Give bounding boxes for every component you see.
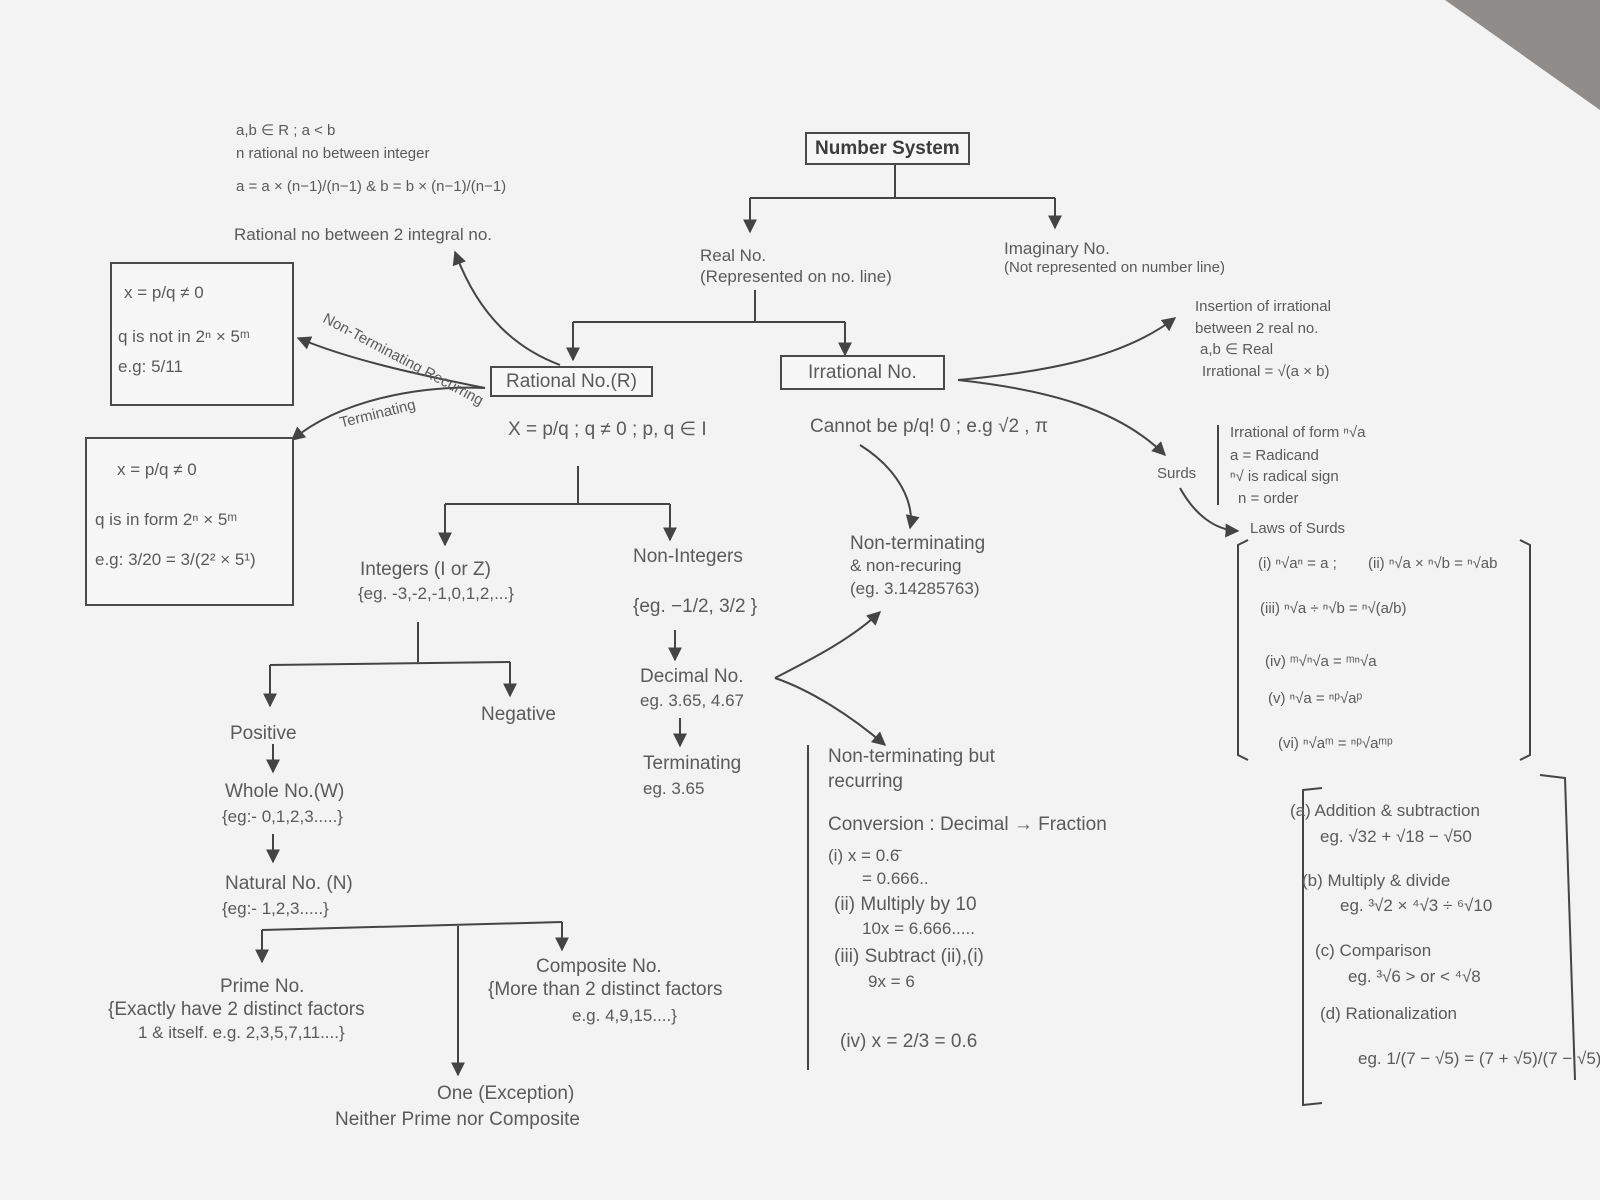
number-system-title: Number System <box>805 132 970 165</box>
operation-a-example: eg. √32 + √18 − √50 <box>1320 827 1472 846</box>
insertion-line2: between 2 real no. <box>1195 320 1319 337</box>
top-left-caption: Rational no between 2 integral no. <box>234 225 493 244</box>
whole-number-example: {eg:- 0,1,2,3.....} <box>222 807 343 826</box>
surds-line2: a = Radicand <box>1230 447 1319 464</box>
operation-d: (d) Rationalization <box>1320 1004 1458 1023</box>
conversion-title: Conversion : Decimal → Fraction <box>828 814 1107 835</box>
surd-law-2: (ii) ⁿ√a × ⁿ√b = ⁿ√ab <box>1368 555 1498 572</box>
terminating-box-line3: e.g: 3/20 = 3/(2² × 5¹) <box>95 550 256 569</box>
surd-law-3: (iii) ⁿ√a ÷ ⁿ√b = ⁿ√(a/b) <box>1260 600 1407 617</box>
imaginary-label: Imaginary No. <box>1004 239 1110 258</box>
conversion-step1a: (i) x = 0.6̄ <box>828 846 900 865</box>
prime-label: Prime No. <box>220 976 305 997</box>
operation-d-example: eg. 1/(7 − √5) = (7 + √5)/(7 − √5) <box>1358 1049 1600 1068</box>
conversion-step2b: 10x = 6.666..... <box>862 919 975 938</box>
top-left-formula: a = a × (n−1)/(n−1) & b = b × (n−1)/(n−1… <box>236 178 507 195</box>
non-terminating-non-recurring-example: (eg. 3.14285763) <box>850 579 980 598</box>
real-sub: (Represented on no. line) <box>700 267 892 286</box>
recurring-box-line1: x = p/q ≠ 0 <box>124 283 204 302</box>
whole-number-label: Whole No.(W) <box>225 781 345 802</box>
composite-line1: {More than 2 distinct factors <box>488 979 723 1000</box>
terminating-box-line2: q is in form 2ⁿ × 5ᵐ <box>95 510 238 529</box>
decimal-example: eg. 3.65, 4.67 <box>640 691 744 710</box>
composite-line2: e.g. 4,9,15....} <box>572 1006 677 1025</box>
composite-label: Composite No. <box>536 956 662 977</box>
prime-line1: {Exactly have 2 distinct factors <box>108 999 365 1020</box>
non-terminating-non-recurring-line2: & non-recuring <box>850 556 962 575</box>
surds-label: Surds <box>1157 465 1197 482</box>
positive-label: Positive <box>230 723 297 744</box>
surd-law-5: (v) ⁿ√a = ⁿᵖ√aᵖ <box>1268 690 1363 707</box>
irrational-node: Irrational No. <box>780 355 945 390</box>
recurring-condition-box: x = p/q ≠ 0 q is not in 2ⁿ × 5ᵐ e.g: 5/1… <box>110 262 294 406</box>
conversion-step1b: = 0.666.. <box>862 869 929 888</box>
operation-a: (a) Addition & subtraction <box>1290 801 1480 820</box>
surd-law-1: (i) ⁿ√aⁿ = a ; <box>1258 555 1337 572</box>
non-terminating-non-recurring-line1: Non-terminating <box>850 533 986 554</box>
insertion-line4: Irrational = √(a × b) <box>1202 363 1330 380</box>
natural-number-label: Natural No. (N) <box>225 873 353 894</box>
irrational-definition: Cannot be p/q! 0 ; e.g √2 , π <box>810 416 1048 437</box>
integers-label: Integers (I or Z) <box>360 559 491 580</box>
rational-definition: X = p/q ; q ≠ 0 ; p, q ∈ I <box>508 419 707 440</box>
terminating-box-line1: x = p/q ≠ 0 <box>117 460 197 479</box>
recurring-box-line3: e.g: 5/11 <box>118 357 183 376</box>
surds-line1: Irrational of form ⁿ√a <box>1230 424 1366 441</box>
conversion-step3b: 9x = 6 <box>868 972 915 991</box>
recurring-box-line2: q is not in 2ⁿ × 5ᵐ <box>118 327 250 346</box>
conversion-step3a: (iii) Subtract (ii),(i) <box>834 946 984 967</box>
top-left-condition: a,b ∈ R ; a < b <box>236 122 336 139</box>
non-integers-label: Non-Integers <box>633 546 743 567</box>
top-left-note: n rational no between integer <box>236 145 430 162</box>
surds-line4: n = order <box>1238 490 1299 507</box>
rational-node: Rational No.(R) <box>490 366 653 397</box>
one-label: One (Exception) <box>437 1083 575 1104</box>
natural-number-example: {eg:- 1,2,3.....} <box>222 899 329 918</box>
negative-label: Negative <box>481 704 556 725</box>
one-sub: Neither Prime nor Composite <box>335 1109 580 1130</box>
terminating-decimal-example: eg. 3.65 <box>643 779 705 798</box>
real-label: Real No. <box>700 246 767 265</box>
conversion-step2a: (ii) Multiply by 10 <box>834 894 977 915</box>
integers-example: {eg. -3,-2,-1,0,1,2,...} <box>358 584 514 603</box>
surd-law-6: (vi) ⁿ√aᵐ = ⁿᵖ√aᵐᵖ <box>1278 735 1393 752</box>
operation-b: (b) Multiply & divide <box>1302 871 1451 890</box>
operation-c-example: eg. ³√6 > or < ⁴√8 <box>1348 967 1481 986</box>
laws-of-surds-title: Laws of Surds <box>1250 520 1346 537</box>
terminating-decimal-label: Terminating <box>643 753 742 774</box>
surd-law-4: (iv) ᵐ√ⁿ√a = ᵐⁿ√a <box>1265 653 1377 670</box>
insertion-line3: a,b ∈ Real <box>1200 341 1274 358</box>
non-integers-example: {eg. −1/2, 3/2 } <box>633 596 758 617</box>
imaginary-sub: (Not represented on number line) <box>1004 259 1225 276</box>
conversion-step4: (iv) x = 2/3 = 0.6 <box>840 1031 978 1052</box>
operation-b-example: eg. ³√2 × ⁴√3 ÷ ⁶√10 <box>1340 896 1493 915</box>
operation-c: (c) Comparison <box>1315 941 1432 960</box>
insertion-line1: Insertion of irrational <box>1195 298 1331 315</box>
prime-line2: 1 & itself. e.g. 2,3,5,7,11....} <box>138 1023 345 1042</box>
non-terminating-recurring-line1: Non-terminating but <box>828 746 995 767</box>
decimal-label: Decimal No. <box>640 666 744 687</box>
non-terminating-recurring-line2: recurring <box>828 771 903 792</box>
terminating-condition-box: x = p/q ≠ 0 q is in form 2ⁿ × 5ᵐ e.g: 3/… <box>85 437 294 606</box>
surds-line3: ⁿ√ is radical sign <box>1230 468 1339 485</box>
